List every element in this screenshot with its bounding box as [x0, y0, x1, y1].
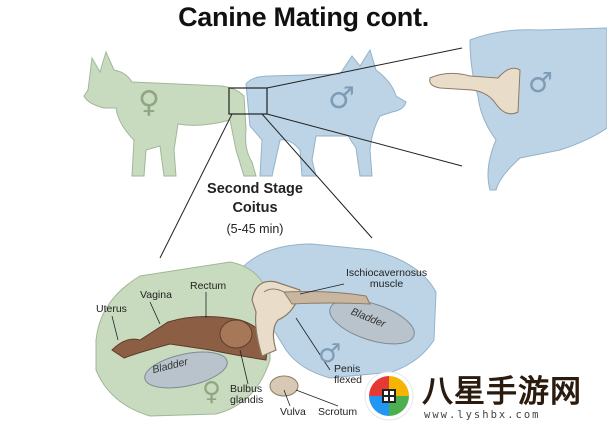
male-symbol: ♂ — [328, 81, 355, 116]
section-male-symbol: ♂ — [318, 339, 341, 369]
label-rectum: Rectum — [190, 280, 227, 292]
page-title: Canine Mating cont. — [178, 2, 429, 32]
stage-duration: (5-45 min) — [226, 222, 284, 236]
male-dog-silhouette — [245, 48, 407, 177]
detail-box — [228, 87, 268, 115]
female-bladder — [144, 351, 228, 389]
watermark-text: 八星手游网 — [422, 374, 582, 410]
label-uterus: Uterus — [96, 303, 127, 315]
female-dog-silhouette — [83, 50, 257, 177]
label-ischiocavernosus: Ischiocavernosus muscle — [346, 267, 428, 290]
label-vulva: Vulva — [280, 406, 306, 418]
female-symbol: ♀ — [138, 85, 160, 120]
section-female-symbol: ♀ — [202, 377, 221, 407]
inset-male-hindquarters — [469, 27, 607, 191]
label-penis-flexed: Penis flexed — [334, 363, 363, 386]
inset-penis — [429, 67, 521, 115]
watermark-logo-icon — [364, 371, 414, 421]
male-bladder — [329, 299, 415, 345]
penis-flexed — [251, 280, 301, 357]
stage-line-2: Coitus — [232, 200, 278, 216]
watermark-url: www.lyshbx.com — [424, 409, 541, 421]
inset-male-symbol: ♂ — [528, 66, 553, 99]
label-scrotum: Scrotum — [318, 406, 358, 418]
label-bulbus-glandis: Bulbus glandis — [230, 383, 264, 406]
stage-line-1: Second Stage — [207, 181, 303, 197]
bulbus-glandis — [219, 319, 253, 349]
label-vagina: Vagina — [140, 289, 172, 301]
